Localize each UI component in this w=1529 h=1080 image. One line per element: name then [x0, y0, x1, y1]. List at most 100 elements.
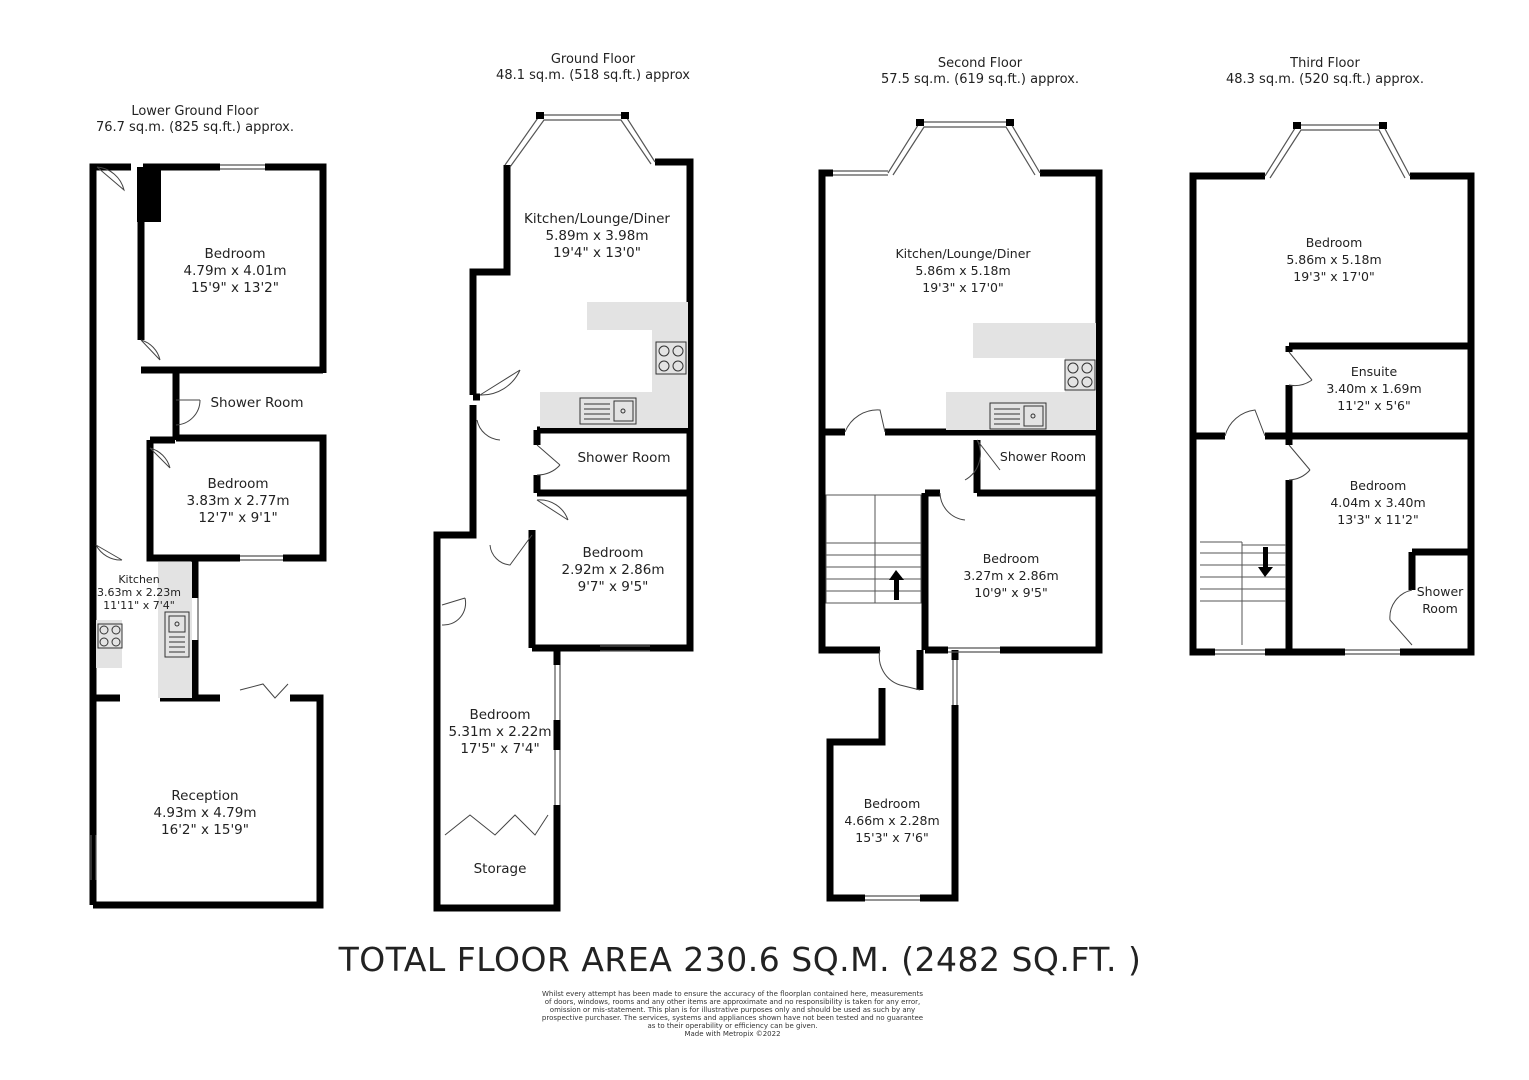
stair-up-arrow-icon: [889, 570, 904, 600]
stair-down-arrow-icon: [1258, 547, 1273, 577]
room-name: Storage: [473, 861, 527, 877]
room-imperial: 16'2" x 15'9": [161, 822, 249, 838]
disclaimer-line: as to their operability or efficiency ca…: [647, 1022, 818, 1030]
room-imperial: 19'3" x 17'0": [1293, 269, 1375, 284]
room-metric: 5.86m x 5.18m: [1286, 252, 1382, 267]
room-label: Bedroom 5.31m x 2.22m 17'5" x 7'4": [449, 707, 552, 758]
room-metric: 4.66m x 2.28m: [844, 813, 940, 828]
room-label: Storage: [474, 861, 527, 878]
room-name: Shower Room: [577, 450, 671, 466]
disclaimer: Whilst every attempt has been made to en…: [520, 990, 945, 1038]
room-name: Shower Room: [210, 395, 304, 411]
sink-icon: [579, 397, 637, 425]
room-name: Reception: [171, 788, 239, 804]
room-label: Kitchen/Lounge/Diner 5.89m x 3.98m 19'4"…: [524, 211, 670, 262]
chimney-breast: [137, 167, 161, 222]
room-metric: 4.04m x 3.40m: [1330, 495, 1426, 510]
floor-area: 48.1 sq.m. (518 sq.ft.) approx: [496, 68, 690, 83]
second-windows: [833, 121, 1041, 901]
room-name: Ensuite: [1350, 364, 1398, 379]
room-label: Bedroom 3.27m x 2.86m 10'9" x 9'5": [963, 550, 1058, 601]
room-label: Bedroom 4.66m x 2.28m 15'3" x 7'6": [844, 795, 939, 846]
room-metric: 3.40m x 1.69m: [1326, 381, 1422, 396]
room-label: Shower Room: [210, 395, 303, 412]
room-imperial: 17'5" x 7'4": [460, 741, 540, 757]
room-imperial: 13'3" x 11'2": [1337, 512, 1419, 527]
room-name: Bedroom: [469, 707, 531, 723]
floor-header-third: Third Floor 48.3 sq.m. (520 sq.ft.) appr…: [1200, 56, 1450, 88]
floor-name: Third Floor: [1290, 56, 1360, 71]
room-metric: 3.63m x 2.23m: [97, 586, 181, 599]
room-label: Ensuite 3.40m x 1.69m 11'2" x 5'6": [1326, 363, 1421, 414]
hob-icon: [97, 623, 123, 649]
floor-area: 48.3 sq.m. (520 sq.ft.) approx.: [1225, 72, 1425, 87]
floor-header-lower-ground: Lower Ground Floor 76.7 sq.m. (825 sq.ft…: [70, 104, 320, 136]
sink-icon: [989, 402, 1047, 430]
third-floor-walls: [1189, 172, 1475, 656]
second-floor-walls: [818, 169, 1103, 902]
disclaimer-line: omission or mis-statement. This plan is …: [549, 1006, 916, 1014]
room-label: Shower Room: [577, 450, 670, 467]
room-metric: 3.27m x 2.86m: [963, 568, 1059, 583]
hob-icon: [1064, 359, 1096, 391]
floor-area: 76.7 sq.m. (825 sq.ft.) approx.: [95, 120, 295, 135]
room-label: Shower Room: [1417, 583, 1464, 617]
room-imperial: 19'4" x 13'0": [553, 245, 641, 261]
room-metric: 3.83m x 2.77m: [186, 493, 290, 509]
room-name: Room: [1422, 601, 1458, 616]
room-imperial: 11'11" x 7'4": [103, 599, 175, 612]
room-imperial: 11'2" x 5'6": [1337, 398, 1411, 413]
disclaimer-line: Whilst every attempt has been made to en…: [542, 990, 923, 998]
third-windows: [1215, 124, 1411, 655]
staircase: [1200, 541, 1286, 645]
room-metric: 4.79m x 4.01m: [183, 263, 287, 279]
kitchen-counters: [96, 302, 1096, 698]
room-metric: 5.86m x 5.18m: [915, 263, 1011, 278]
room-name: Bedroom: [204, 246, 266, 262]
room-metric: 4.93m x 4.79m: [153, 805, 257, 821]
disclaimer-line: of doors, windows, rooms and any other i…: [544, 998, 921, 1006]
room-label: Bedroom 4.04m x 3.40m 13'3" x 11'2": [1330, 477, 1425, 528]
room-name: Bedroom: [207, 476, 269, 492]
room-label: Kitchen/Lounge/Diner 5.86m x 5.18m 19'3"…: [895, 245, 1030, 296]
disclaimer-line: prospective purchaser. The services, sys…: [541, 1014, 924, 1022]
room-name: Bedroom: [982, 551, 1040, 566]
room-name: Bedroom: [863, 796, 921, 811]
floor-header-second: Second Floor 57.5 sq.m. (619 sq.ft.) app…: [855, 56, 1105, 88]
staircase: [825, 494, 922, 604]
total-floor-area: TOTAL FLOOR AREA 230.6 SQ.M. (2482 SQ.FT…: [338, 940, 1142, 979]
room-name: Kitchen/Lounge/Diner: [524, 211, 670, 227]
room-imperial: 10'9" x 9'5": [974, 585, 1048, 600]
room-metric: 5.89m x 3.98m: [545, 228, 649, 244]
room-imperial: 15'3" x 7'6": [855, 830, 929, 845]
floor-name: Ground Floor: [550, 52, 636, 67]
room-name: Shower: [1416, 584, 1464, 599]
room-metric: 2.92m x 2.86m: [561, 562, 665, 578]
floor-header-ground: Ground Floor 48.1 sq.m. (518 sq.ft.) app…: [468, 52, 718, 84]
room-name: Bedroom: [1305, 235, 1363, 250]
floor-name: Lower Ground Floor: [131, 104, 259, 119]
room-name: Bedroom: [582, 545, 644, 561]
ground-windows: [504, 114, 656, 805]
hob-icon: [655, 341, 687, 375]
room-imperial: 15'9" x 13'2": [191, 280, 279, 296]
floor-name: Second Floor: [937, 56, 1023, 71]
room-name: Kitchen/Lounge/Diner: [895, 246, 1031, 261]
room-label: Reception 4.93m x 4.79m 16'2" x 15'9": [154, 788, 257, 839]
room-imperial: 19'3" x 17'0": [922, 280, 1004, 295]
ground-floor-walls: [433, 158, 694, 912]
room-name: Kitchen: [118, 573, 160, 586]
room-metric: 5.31m x 2.22m: [448, 724, 552, 740]
room-label: Bedroom 4.79m x 4.01m 15'9" x 13'2": [184, 246, 287, 297]
room-label: Bedroom 5.86m x 5.18m 19'3" x 17'0": [1286, 234, 1381, 285]
room-label: Bedroom 3.83m x 2.77m 12'7" x 9'1": [187, 476, 290, 527]
room-imperial: 9'7" x 9'5": [577, 579, 649, 595]
room-label: Kitchen 3.63m x 2.23m 11'11" x 7'4": [97, 573, 181, 612]
room-name: Bedroom: [1349, 478, 1407, 493]
room-name: Shower Room: [999, 449, 1087, 464]
room-label: Bedroom 2.92m x 2.86m 9'7" x 9'5": [562, 545, 665, 596]
sink-icon: [164, 611, 190, 658]
room-imperial: 12'7" x 9'1": [198, 510, 278, 526]
room-label: Shower Room: [1000, 448, 1086, 465]
